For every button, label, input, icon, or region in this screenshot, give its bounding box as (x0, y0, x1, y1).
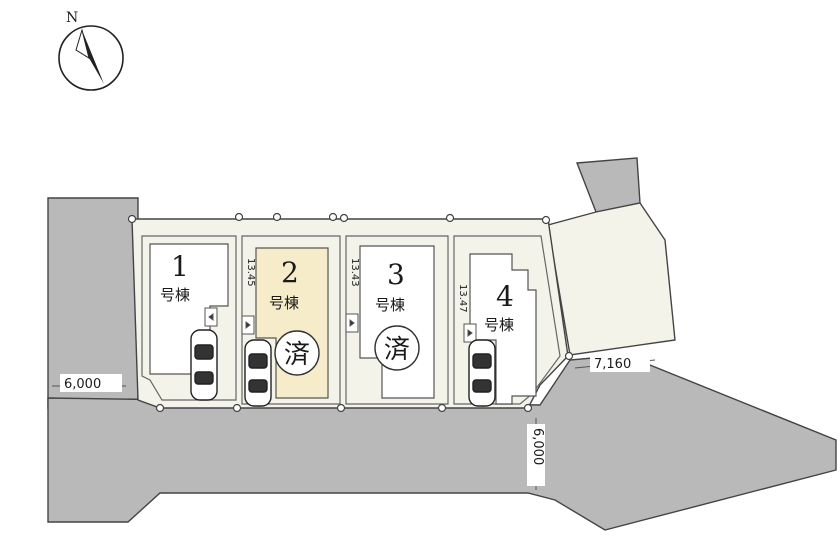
road-south (47, 354, 837, 531)
sold-stamp-icon (274, 330, 320, 376)
lot-2-frontage: 13.45 (245, 258, 256, 287)
road-dimensions: 6,000 7,160 6,000 (52, 354, 656, 490)
lot-outlines (141, 235, 561, 405)
lot-2-number: 2 (281, 256, 299, 289)
lot-2-unit: 号棟 (269, 294, 299, 312)
car-icon (244, 339, 272, 407)
building-lot-4 (469, 253, 537, 405)
lot-1-boundary (141, 235, 237, 401)
lot-1-unit: 号棟 (160, 286, 190, 304)
lot-3-frontage: 13.43 (349, 258, 360, 287)
road-north-east (576, 157, 641, 213)
lot-2[interactable]: 2 号棟 13.45 済 (245, 256, 320, 376)
lot-3-sold-label: 済 (384, 335, 410, 365)
sold-stamp-icon (374, 325, 420, 371)
car-icon (468, 339, 496, 407)
lot-2-sold-label: 済 (284, 340, 310, 370)
lot-3-unit: 号棟 (375, 296, 405, 314)
lot-1-number: 1 (171, 250, 189, 283)
road-east-width: 7,160 (594, 357, 631, 372)
road-west-width: 6,000 (64, 377, 101, 392)
lot-3-boundary (345, 235, 449, 405)
entrance-markers (204, 307, 477, 343)
parking-cars (190, 329, 496, 407)
lot-3[interactable]: 3 号棟 13.43 済 (349, 258, 420, 371)
lot-2-boundary (241, 235, 341, 405)
lot-1[interactable]: 1 号棟 (160, 250, 190, 304)
lot-3-number: 3 (387, 258, 405, 291)
lot-4[interactable]: 4 号棟 13.47 (457, 280, 514, 334)
car-icon (190, 329, 218, 401)
road-south-width: 6,000 (530, 428, 545, 465)
lot-4-frontage: 13.47 (457, 284, 468, 313)
compass: N (58, 10, 124, 91)
north-arrow-tail (75, 28, 90, 60)
lot-4-unit: 号棟 (484, 316, 514, 334)
compass-label: N (66, 10, 78, 26)
boundary-markers (127, 212, 574, 413)
north-arrow-icon (82, 30, 104, 84)
lot-4-number: 4 (496, 280, 514, 313)
roads (47, 157, 837, 531)
neighbor-parcel-east (547, 202, 676, 356)
